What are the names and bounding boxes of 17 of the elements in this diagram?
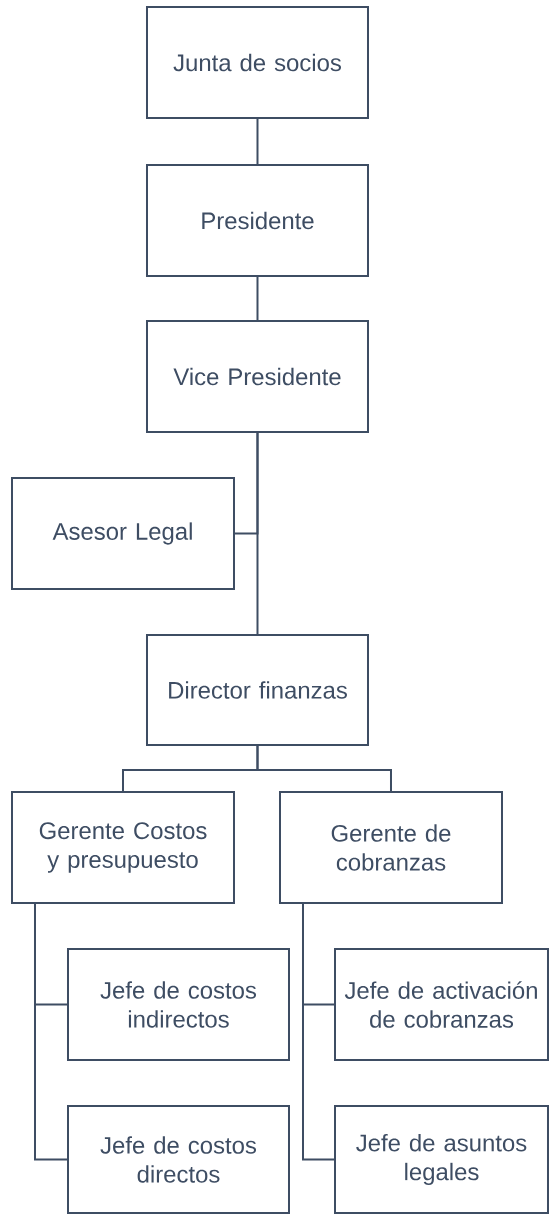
org-box: Gerente Costos y presupuesto bbox=[11, 791, 235, 904]
org-box: Director finanzas bbox=[146, 634, 369, 746]
connector-line bbox=[34, 902, 69, 1161]
org-box: Jefe de activación de cobranzas bbox=[334, 948, 549, 1061]
connector-line bbox=[256, 744, 392, 793]
connector-line bbox=[256, 431, 259, 636]
connector-line bbox=[256, 117, 259, 166]
org-box: Vice Presidente bbox=[146, 320, 369, 433]
org-box: Jefe de costos directos bbox=[67, 1105, 290, 1214]
org-box: Jefe de asuntos legales bbox=[334, 1105, 549, 1214]
org-box: Jefe de costos indirectos bbox=[67, 948, 290, 1061]
org-box: Presidente bbox=[146, 164, 369, 277]
org-box: Asesor Legal bbox=[11, 477, 235, 590]
org-box: Gerente de cobranzas bbox=[279, 791, 503, 904]
connector-line bbox=[302, 902, 336, 1161]
org-box: Junta de socios bbox=[146, 6, 369, 119]
connector-line bbox=[256, 275, 259, 322]
